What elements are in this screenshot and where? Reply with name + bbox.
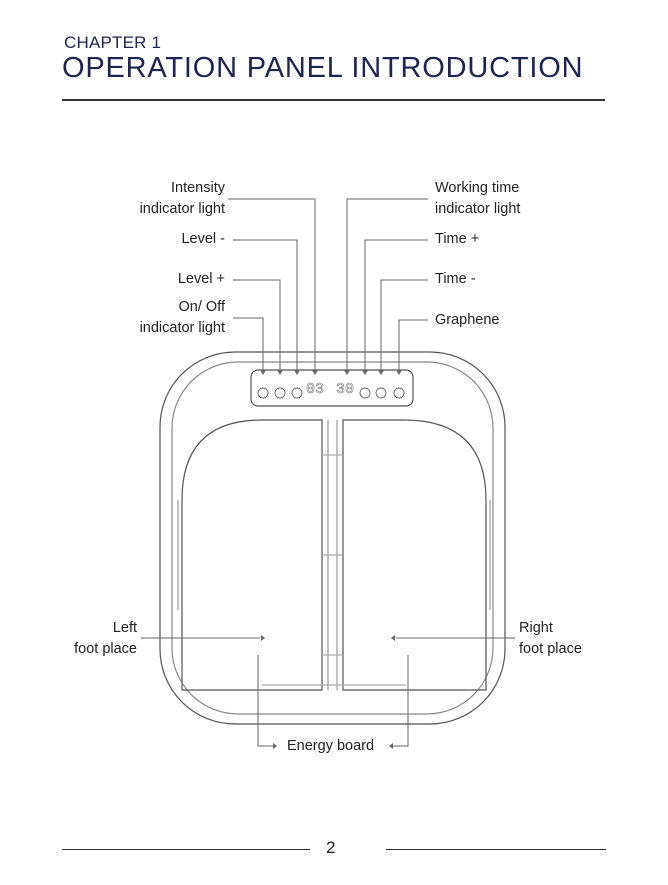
header-divider bbox=[62, 99, 605, 101]
time-minus-label: Time - bbox=[435, 271, 476, 287]
time-plus-button bbox=[359, 387, 371, 399]
panel-buttons bbox=[257, 387, 405, 399]
label-line: foot place bbox=[74, 641, 137, 657]
label-line: indicator light bbox=[139, 320, 225, 336]
time-minus-button bbox=[375, 387, 387, 399]
device-outer-body bbox=[159, 351, 506, 725]
page-number: 2 bbox=[326, 838, 336, 857]
level-plus-button bbox=[274, 387, 286, 399]
level-minus-button bbox=[291, 387, 303, 399]
arrowheads bbox=[260, 370, 402, 749]
label-line: Right bbox=[519, 620, 553, 636]
leader-lines bbox=[141, 198, 515, 747]
label-line: Left bbox=[112, 620, 137, 636]
left-foot-basin bbox=[181, 419, 323, 691]
label-line: indicator light bbox=[435, 201, 521, 217]
label-line: Working time bbox=[435, 180, 520, 196]
onoff-indicator-label: On/ Off indicator light bbox=[140, 297, 225, 339]
label-line: On/ Off bbox=[178, 299, 225, 315]
right-foot-basin bbox=[342, 419, 487, 691]
time-display: 30 bbox=[336, 381, 354, 398]
control-panel bbox=[250, 369, 414, 407]
working-time-indicator-label: Working time indicator light bbox=[435, 178, 520, 220]
graphene-label: Graphene bbox=[435, 312, 500, 328]
energy-board-label: Energy board bbox=[287, 738, 375, 754]
footer-divider-right bbox=[386, 849, 606, 850]
level-minus-label: Level - bbox=[181, 231, 225, 247]
left-foot-place-label: Left foot place bbox=[69, 618, 137, 660]
device-inner-rim bbox=[171, 361, 494, 715]
label-line: Intensity bbox=[171, 180, 225, 196]
onoff-button bbox=[257, 387, 269, 399]
graphene-button bbox=[393, 387, 405, 399]
page-title: OPERATION PANEL INTRODUCTION bbox=[62, 52, 584, 84]
level-display: 03 bbox=[306, 381, 324, 398]
level-plus-label: Level + bbox=[177, 271, 225, 287]
chapter-label: CHAPTER 1 bbox=[64, 33, 162, 52]
footer-divider-left bbox=[62, 849, 310, 850]
label-line: indicator light bbox=[139, 201, 225, 217]
right-foot-place-label: Right foot place bbox=[519, 618, 582, 660]
label-line: foot place bbox=[519, 641, 582, 657]
time-plus-label: Time + bbox=[435, 231, 480, 247]
intensity-indicator-label: Intensity indicator light bbox=[140, 178, 225, 220]
